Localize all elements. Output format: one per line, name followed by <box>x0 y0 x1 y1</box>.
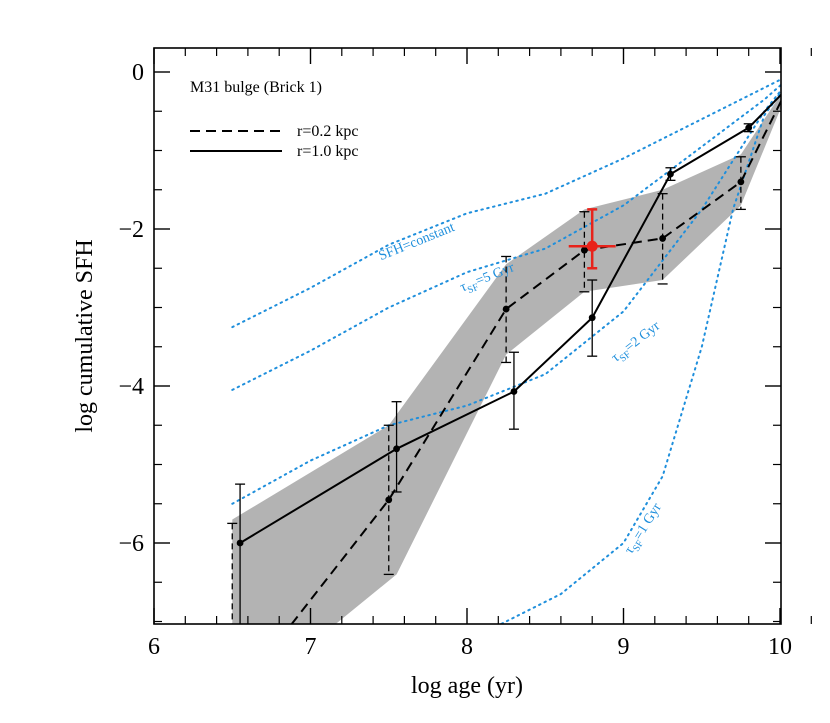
data-point-0-5 <box>737 178 745 186</box>
data-point-0-1 <box>385 496 393 504</box>
data-point-0-2 <box>502 305 510 313</box>
data-point-0-3 <box>580 246 588 254</box>
x-tick-label-3: 9 <box>618 634 630 660</box>
data-point-1-0 <box>236 539 244 547</box>
y-tick-label-0: 0 <box>132 60 144 86</box>
y-tick-label-2: −4 <box>118 374 144 400</box>
y-tick-label-1: −2 <box>118 217 144 243</box>
uncertainty-band <box>232 93 781 624</box>
y-tick-label-3: −6 <box>118 531 144 557</box>
highlight-point <box>586 240 598 252</box>
data-point-1-2 <box>510 388 518 395</box>
legend-title: M31 bulge (Brick 1) <box>190 79 322 96</box>
axis-ticks: 6 7 8 9 10 0 −2 −4 −6 <box>118 48 812 660</box>
model-curve-0 <box>231 78 781 329</box>
x-tick-label-0: 6 <box>148 634 160 660</box>
data-point-1-3 <box>588 314 596 322</box>
data-point-0-4 <box>659 235 667 242</box>
y-axis-title: log cumulative SFH <box>72 239 98 432</box>
legend-label-dashed: r=0.2 kpc <box>297 123 358 140</box>
model-curve-3 <box>498 90 781 624</box>
data-point-1-5 <box>745 124 753 132</box>
x-tick-label-2: 8 <box>461 634 473 660</box>
x-axis-title: log age (yr) <box>411 673 523 699</box>
legend-label-solid: r=1.0 kpc <box>297 143 358 160</box>
data-point-1-4 <box>667 170 674 178</box>
data-point-1-1 <box>393 445 400 453</box>
x-tick-label-4: 10 <box>768 634 792 660</box>
model-curve-1 <box>231 83 781 391</box>
legend: M31 bulge (Brick 1) r=0.2 kpc r=1.0 kpc <box>190 79 358 160</box>
x-tick-label-1: 7 <box>305 634 317 660</box>
